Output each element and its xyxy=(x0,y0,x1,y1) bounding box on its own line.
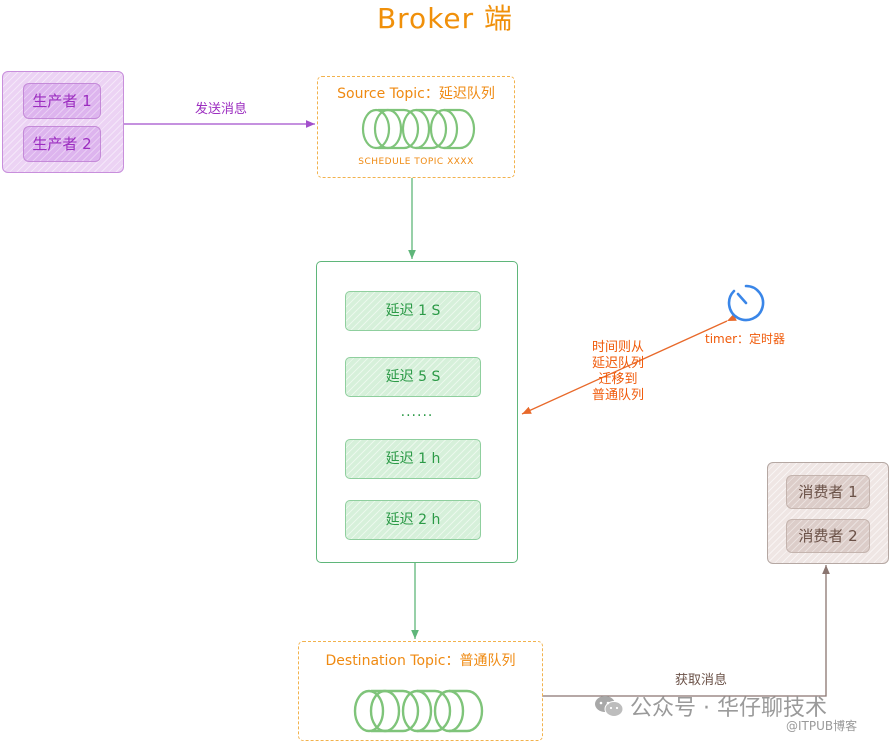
producer-group: 生产者 1 生产者 2 xyxy=(2,71,124,173)
migrate-arrow xyxy=(521,313,737,415)
consumer-1[interactable]: 消费者 1 xyxy=(786,475,870,509)
fetch-message-label: 获取消息 xyxy=(675,673,728,688)
watermark: 公众号 · 华仔聊技术 xyxy=(594,690,827,722)
page-title: Broker 端 xyxy=(376,2,514,35)
delay-queue-item[interactable]: 延迟 2 h xyxy=(345,500,481,540)
migrate-label-line: 迁移到 xyxy=(598,372,638,387)
delay-queue-item[interactable]: 延迟 5 S xyxy=(345,357,481,397)
fetch-arrow xyxy=(542,565,830,697)
delay-queue-item[interactable]: 延迟 1 h xyxy=(345,439,481,479)
delay-queue-item[interactable]: 延迟 1 S xyxy=(345,291,481,331)
wechat-icon xyxy=(595,696,624,717)
consumer-group: 消费者 1 消费者 2 xyxy=(767,462,889,564)
producer-1[interactable]: 生产者 1 xyxy=(23,83,101,119)
consumer-2[interactable]: 消费者 2 xyxy=(786,519,870,553)
source-topic-title: Source Topic：延迟队列 xyxy=(337,86,495,102)
source-topic[interactable]: Source Topic：延迟队列 SCHEDULE TOPIC XXXX xyxy=(317,76,515,178)
send-message-label: 发送消息 xyxy=(195,102,248,117)
timer-icon xyxy=(727,284,765,322)
producer-2[interactable]: 生产者 2 xyxy=(23,126,101,162)
delay-queue-container: 延迟 1 S 延迟 5 S ...... 延迟 1 h 延迟 2 h xyxy=(316,261,518,563)
destination-topic-title: Destination Topic：普通队列 xyxy=(325,653,516,669)
destination-topic[interactable]: Destination Topic：普通队列 xyxy=(298,641,543,741)
delay-queue-ellipsis: ...... xyxy=(400,404,434,420)
migrate-label-line: 延迟队列 xyxy=(591,356,644,371)
migrate-label: 时间则从 延迟队列 迁移到 普通队列 xyxy=(578,340,658,404)
migrate-label-line: 普通队列 xyxy=(591,388,644,403)
source-topic-subtitle: SCHEDULE TOPIC XXXX xyxy=(358,157,474,167)
queue-cylinder-icon xyxy=(353,689,484,733)
timer-label: timer：定时器 xyxy=(705,332,786,346)
watermark-subtext: @ITPUB博客 xyxy=(786,719,858,733)
migrate-label-line: 时间则从 xyxy=(591,340,644,355)
queue-cylinder-icon xyxy=(361,108,476,150)
watermark-text: 公众号 · 华仔聊技术 xyxy=(630,696,827,721)
